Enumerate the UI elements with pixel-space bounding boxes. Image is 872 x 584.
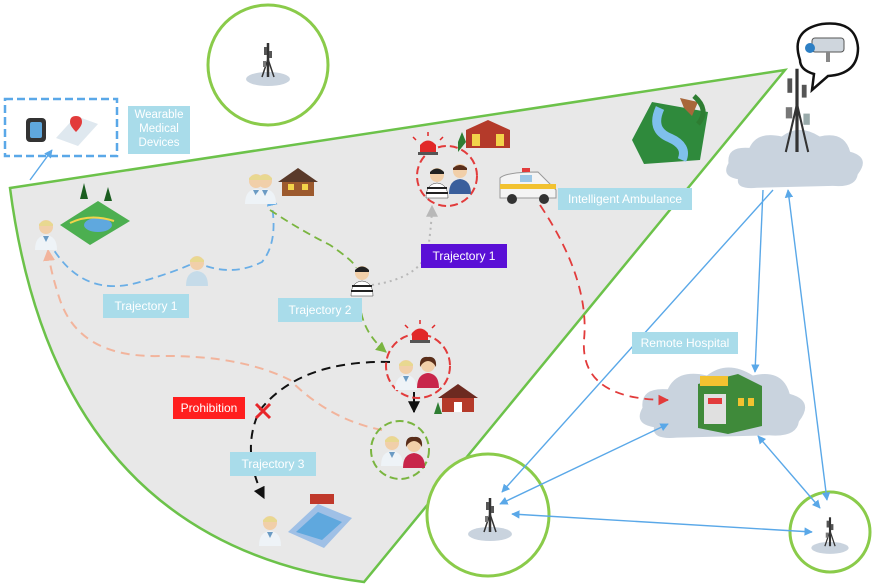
- salmon-path: [43, 248, 383, 431]
- gray-path: [371, 204, 438, 286]
- prohibition-label: Prohibition: [173, 397, 245, 419]
- smartwatch-icon: [26, 118, 46, 142]
- remote-hospital-label: Remote Hospital: [632, 332, 738, 354]
- person-icon: [449, 164, 471, 194]
- trajectory-1-tag: Trajectory 1: [421, 244, 507, 268]
- park-map-icon: [60, 183, 130, 245]
- fire-station-icon: [458, 120, 510, 152]
- cloud-icon: [726, 129, 863, 189]
- trajectory-3-label: Trajectory 3: [230, 452, 316, 476]
- trajectory-1-label: Trajectory 1: [103, 294, 189, 318]
- red-x-icon: [254, 402, 272, 420]
- ambulance-icon: [499, 168, 557, 204]
- trajectory-2-path: [269, 209, 357, 269]
- trajectory-2-label: Trajectory 2: [278, 298, 362, 322]
- cell-tower-icon: [784, 68, 810, 153]
- map-pin-icon: [56, 116, 98, 146]
- ambulance-label: Intelligent Ambulance: [558, 188, 692, 210]
- wearable-devices-label: Wearable Medical Devices: [128, 106, 190, 154]
- river-icon: [632, 94, 708, 164]
- surveillance-camera-icon: [796, 22, 860, 94]
- house-icon: [278, 168, 318, 196]
- swimming-pool-icon: [288, 494, 352, 548]
- ambulance-path: [539, 204, 670, 406]
- house-icon: [434, 384, 478, 414]
- hospital-icon: [698, 374, 762, 434]
